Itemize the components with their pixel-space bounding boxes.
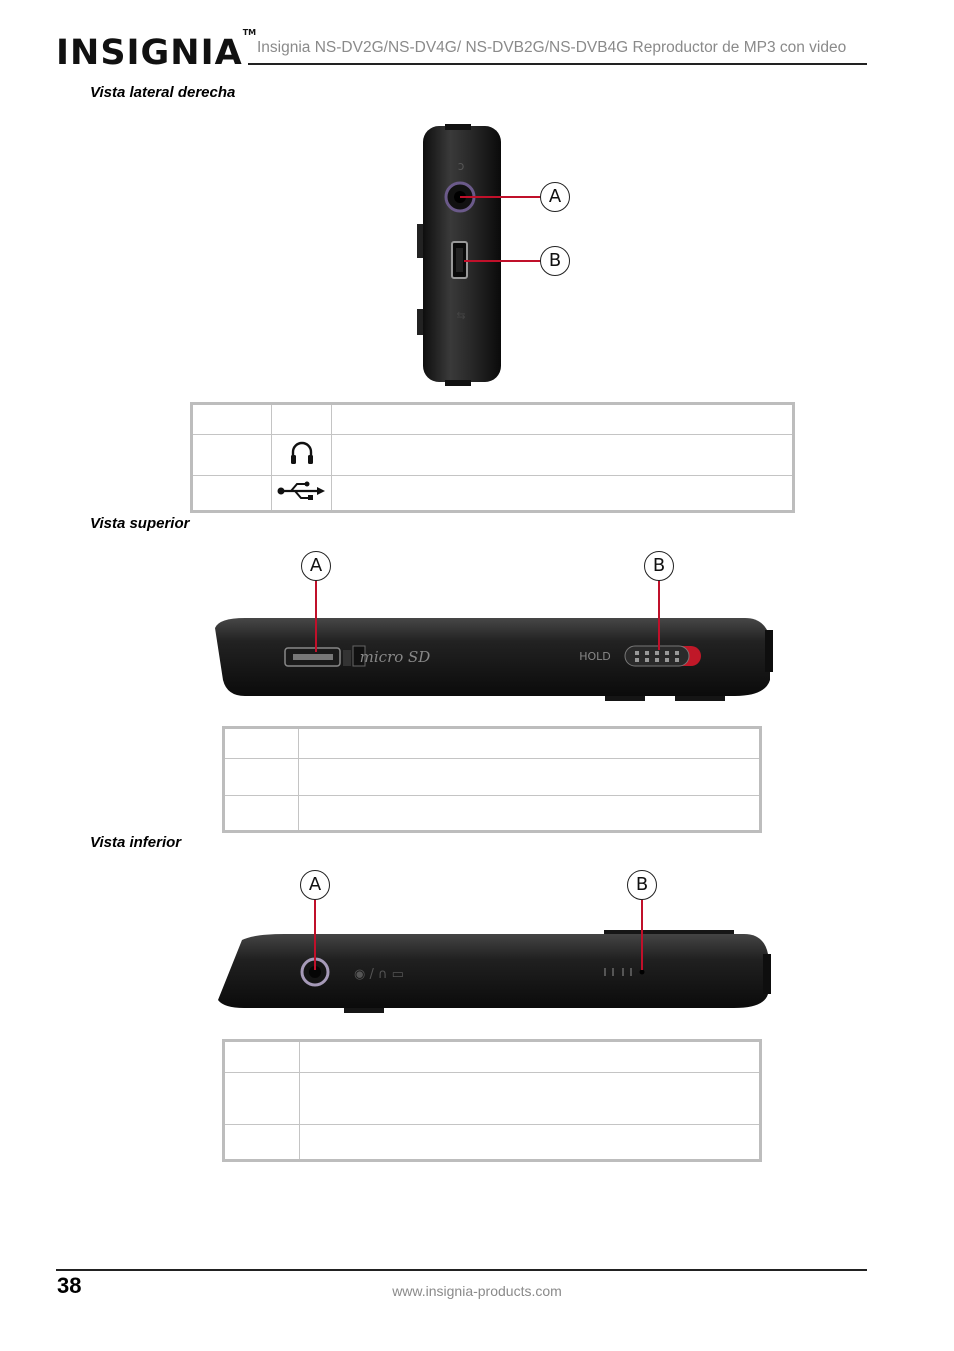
callout-b-bottom: B — [627, 870, 657, 900]
section-label-top: Vista superior — [90, 515, 190, 532]
top-parts-table — [222, 726, 762, 833]
bottom-parts-table — [222, 1039, 762, 1162]
right-side-parts-table — [190, 402, 795, 513]
callout-a-right-side: A — [540, 182, 570, 212]
callout-lines-bottom — [314, 898, 643, 970]
device-right-side-image: ↄ ⇆ — [417, 124, 501, 386]
table-row — [191, 475, 794, 512]
device-bottom-view-image: ◉ / ∩ ▭ — [218, 930, 771, 1013]
callout-b-top: B — [644, 551, 674, 581]
hold-marking: HOLD — [579, 650, 611, 663]
table-row — [223, 1072, 761, 1125]
svg-text:ↄ: ↄ — [458, 159, 465, 173]
header-rule — [248, 63, 867, 65]
table-row — [223, 758, 761, 796]
table-row — [223, 1124, 761, 1161]
table-row — [223, 795, 761, 832]
table-row — [191, 434, 794, 476]
footer-url: www.insignia-products.com — [392, 1283, 562, 1299]
callout-lines-top — [315, 580, 660, 652]
logo-text: INSIGNIA — [56, 33, 243, 73]
usb-icon — [277, 481, 325, 500]
callout-a-top: A — [301, 551, 331, 581]
section-label-right-side: Vista lateral derecha — [90, 84, 236, 101]
table-header-row — [191, 403, 794, 435]
svg-text:⇆: ⇆ — [456, 309, 465, 322]
callout-a-bottom: A — [300, 870, 330, 900]
headphones-icon — [290, 441, 313, 464]
logo-trademark: TM — [242, 28, 257, 38]
svg-text:◉ / ∩ ▭: ◉ / ∩ ▭ — [354, 967, 404, 982]
header-title: Insignia NS-DV2G/NS-DV4G/ NS-DVB2G/NS-DV… — [257, 39, 847, 56]
footer-rule — [56, 1269, 867, 1271]
callout-lines-right-side — [460, 196, 542, 262]
section-label-bottom: Vista inferior — [90, 834, 182, 851]
page-number: 38 — [57, 1273, 82, 1298]
callout-b-right-side: B — [540, 246, 570, 276]
device-top-view-image: micro SD HOLD — [215, 618, 773, 701]
micro-sd-marking: micro SD — [360, 648, 431, 666]
insignia-logo: INSIGNIATM — [56, 28, 256, 73]
table-header-row — [223, 1040, 761, 1073]
table-header-row — [223, 727, 761, 759]
